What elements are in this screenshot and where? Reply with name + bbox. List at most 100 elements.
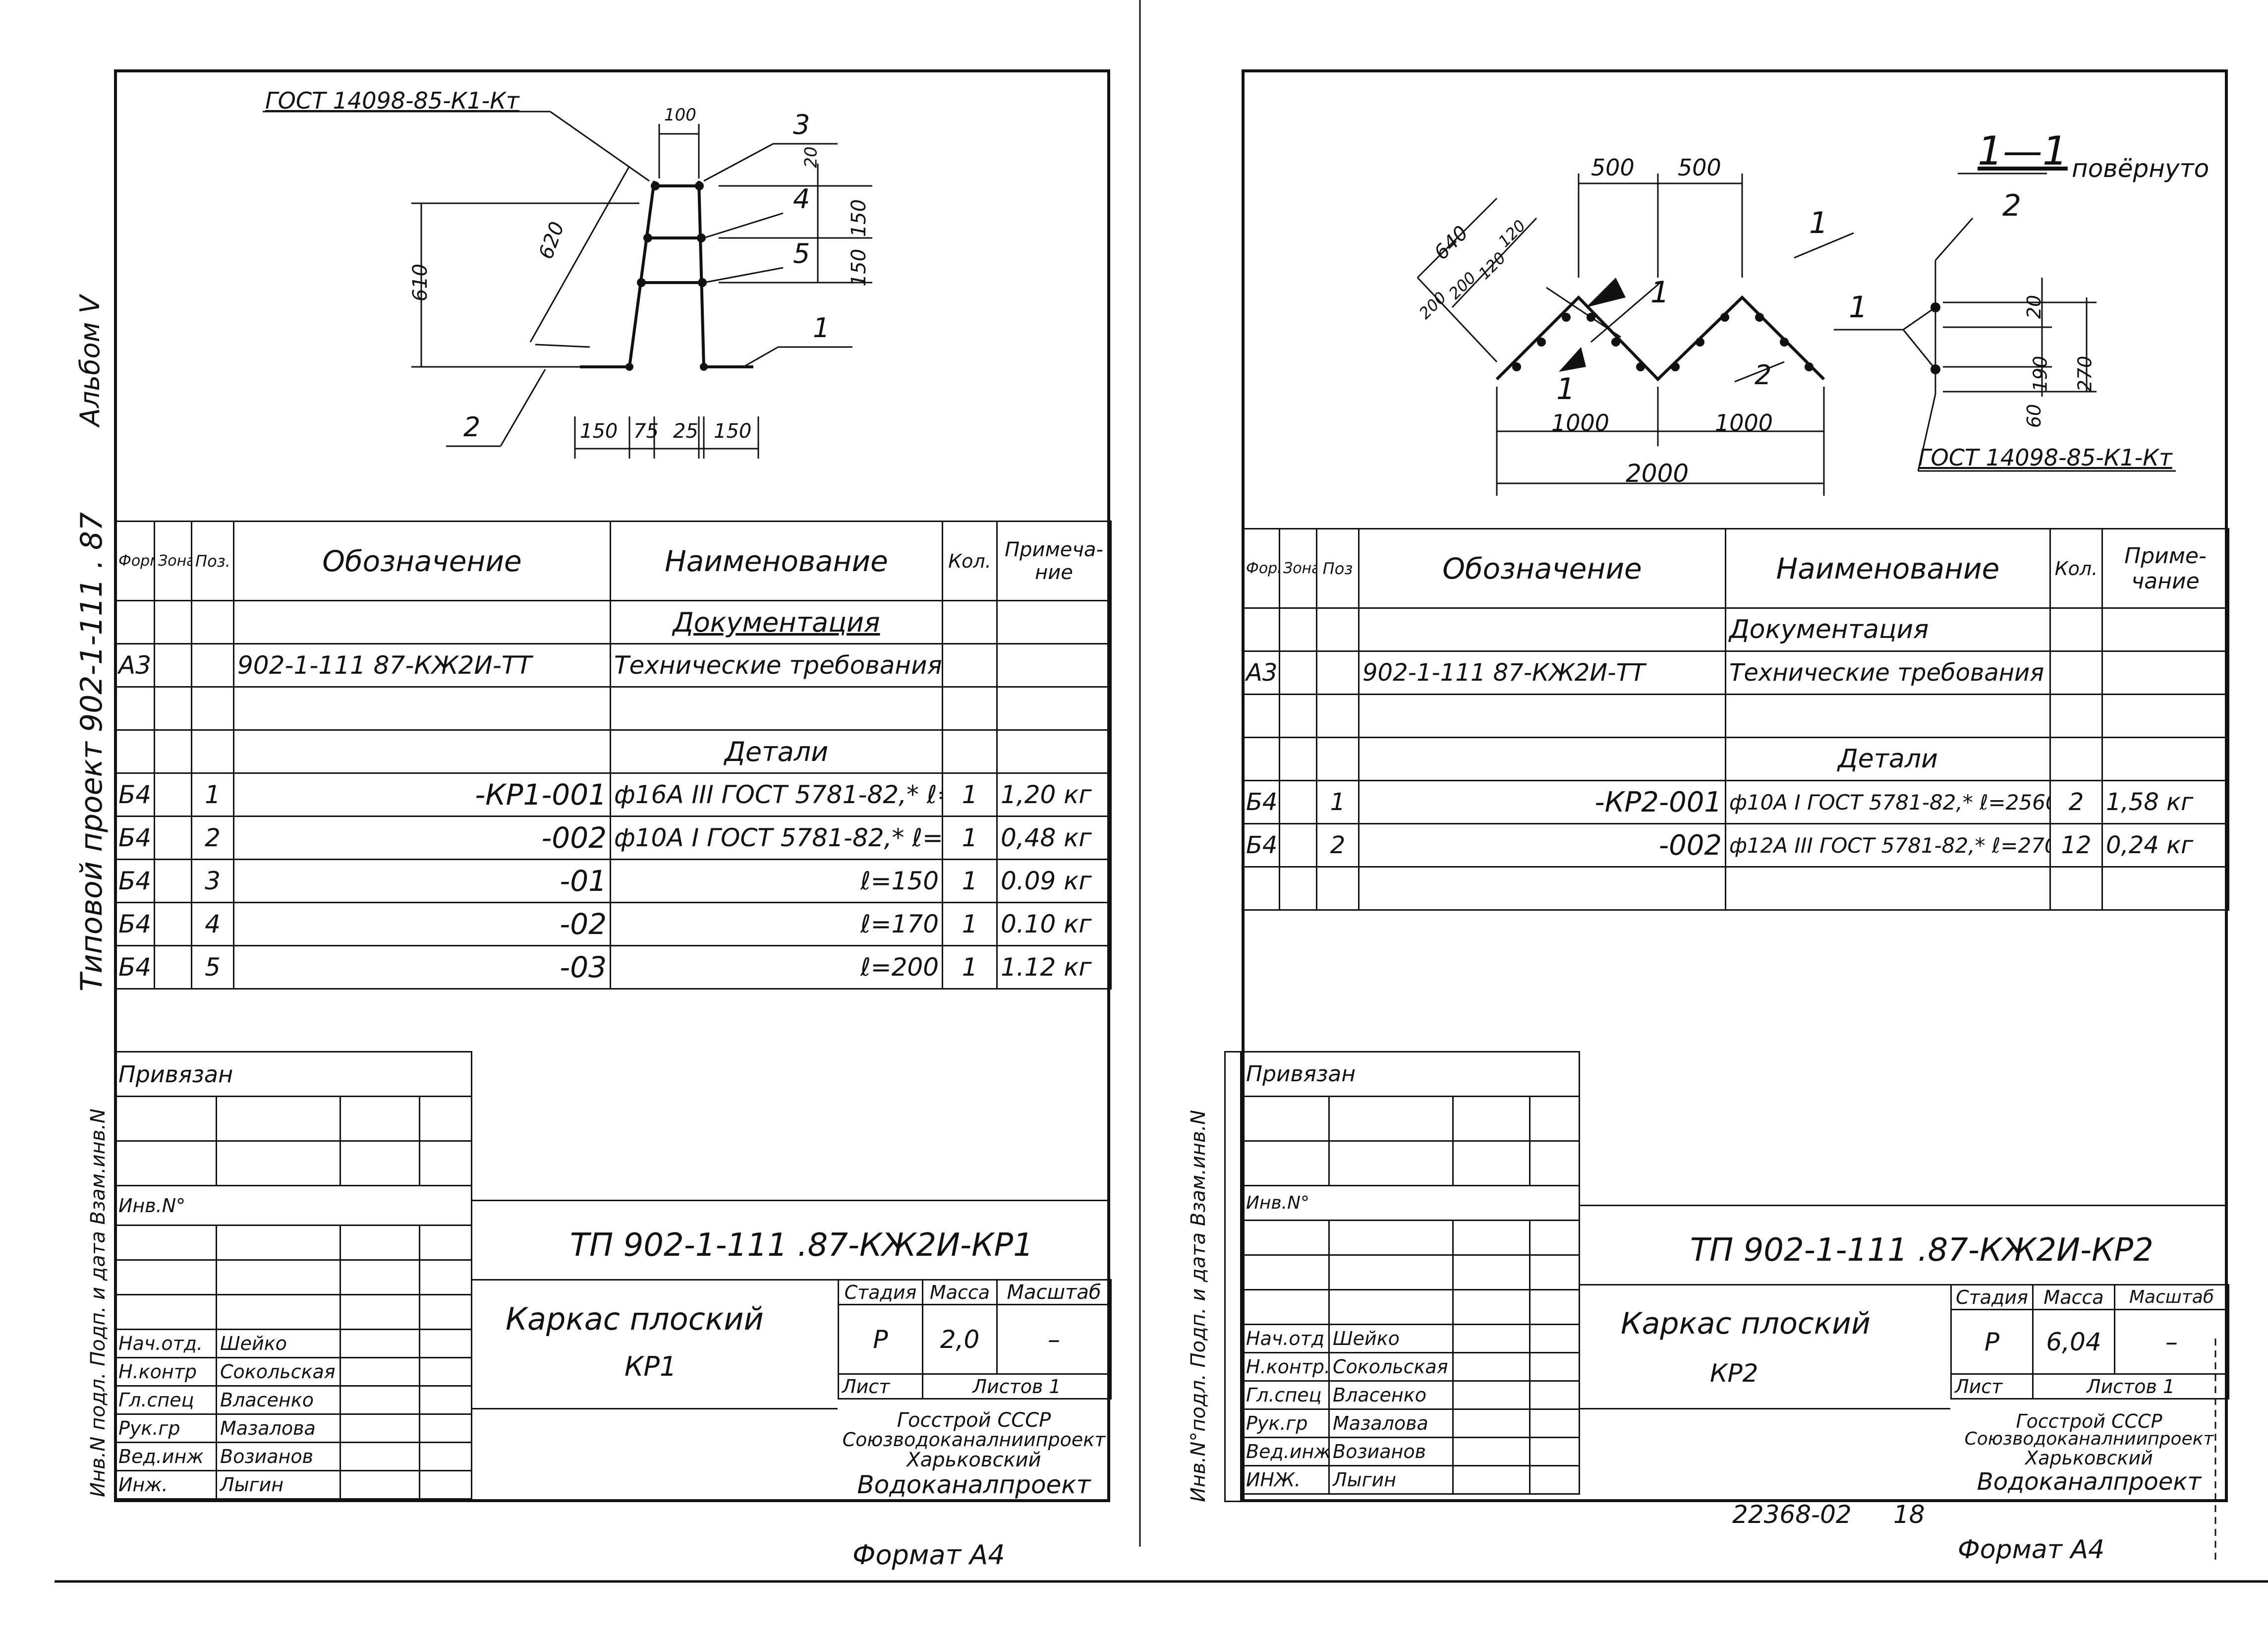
cell-pos: [1316, 737, 1360, 781]
sheet-label: Лист: [838, 1373, 923, 1400]
kr2-dim: 500: [1678, 154, 1721, 181]
role: Н.контр: [114, 1357, 217, 1387]
cell-format: [1242, 607, 1280, 652]
cell-name: Детали: [610, 729, 943, 774]
cell-pos: [191, 643, 234, 688]
cell-designation: [233, 600, 611, 644]
cell-qty: [942, 686, 998, 731]
spec-header-row: Формат Зона Поз Обозначение Наименование…: [1242, 528, 2229, 609]
cell-qty: 12: [2049, 823, 2103, 868]
cell-note: [2101, 650, 2229, 695]
cell-name: ф10А I ГОСТ 5781-82,* ℓ=770: [610, 816, 943, 860]
cell-format: Б4: [114, 772, 155, 817]
sheet2-left-strip: [1224, 1051, 1242, 1502]
cell-pos: 1: [1316, 780, 1360, 824]
org-line2: Союзводоканалниипроект: [1964, 1429, 2214, 1449]
cell-note: [996, 600, 1112, 644]
signature: [340, 1329, 420, 1358]
org-line4: Водоканалпроект: [857, 1470, 1091, 1499]
cell-format: Б4: [114, 945, 155, 990]
cell-qty: [942, 729, 998, 774]
signature: [340, 1442, 420, 1471]
org-line2: Союзводоканалниипроект: [842, 1429, 1106, 1451]
signature: [340, 1385, 420, 1415]
inv-label: Инв.N°: [113, 1185, 473, 1226]
cell-pos: 2: [191, 816, 234, 860]
cell-format: Б4: [1242, 780, 1280, 824]
cell-designation: -02: [233, 902, 611, 946]
kr2-gost-label: ГОСТ 14098-85-К1-Кт: [1918, 444, 2172, 471]
margin-inv-right: Инв.N°подл. Подп. и дата Взам.инв.N: [1187, 1109, 1210, 1502]
cell-format: [1242, 737, 1280, 781]
signature: [340, 1470, 420, 1500]
org-line1: Госстрой СССР: [2016, 1410, 2162, 1432]
kr2-spec-table: Формат Зона Поз Обозначение Наименование…: [1242, 528, 2229, 911]
scale-value: –: [2114, 1309, 2229, 1375]
cell-pos: 2: [1316, 823, 1360, 868]
role: Нач.отд.: [114, 1329, 217, 1358]
table-row: Б4 1 -КР1-001 ф16А III ГОСТ 5781-82,* ℓ=…: [114, 772, 1112, 817]
cell-note: [2101, 737, 2229, 781]
cell-designation: 902-1-111 87-КЖ2И-ТТ: [233, 643, 611, 688]
cell-note: 0.10 кг: [996, 902, 1112, 946]
role: Инж.: [114, 1470, 217, 1500]
cell-qty: [2049, 737, 2103, 781]
scale-label: Масштаб: [996, 1279, 1112, 1305]
signature: [340, 1357, 420, 1387]
kr1-dim: 610: [409, 263, 432, 302]
kr1-pos-label: 5: [793, 238, 810, 269]
cell-designation: -002: [1358, 823, 1726, 868]
archive-number: 22368-02: [1732, 1500, 1852, 1529]
signature: [340, 1413, 420, 1443]
cell-designation: -01: [233, 859, 611, 903]
kr2-format-label: Формат А4: [1958, 1535, 2105, 1565]
cell-pos: 1: [191, 772, 234, 817]
role: Гл.спец: [114, 1385, 217, 1415]
cell-format: Б4: [1242, 823, 1280, 868]
table-row: Б4 2 -002 ф12А III ГОСТ 5781-82,* ℓ=270 …: [1242, 823, 2229, 868]
cell-qty: [2049, 866, 2103, 911]
col-name: Наименование: [610, 521, 943, 601]
col-qty: Кол.: [942, 521, 998, 601]
cell-designation: -КР2-001: [1358, 780, 1726, 824]
kr2-dim: 60: [2023, 404, 2045, 428]
kr1-titleblock: [471, 1200, 1110, 1504]
mass-value: 6,04: [2032, 1309, 2115, 1375]
kr1-dim: 25: [673, 420, 698, 443]
cell-name: Документация: [1725, 607, 2051, 652]
table-row: [1242, 694, 2229, 738]
kr1-format-label: Формат А4: [852, 1539, 1005, 1571]
kr1-dim: 150: [714, 420, 752, 443]
table-row: Документация: [1242, 607, 2229, 652]
cell-pos: [1316, 650, 1360, 695]
cell-pos: 5: [191, 945, 234, 990]
signer-name: Мазалова: [216, 1413, 341, 1443]
cell-name: [610, 686, 943, 731]
cell-designation: [1358, 607, 1726, 652]
margin-album: Альбом V: [74, 295, 106, 426]
kr1-title-line2: КР1: [624, 1351, 677, 1382]
sheet-label: Лист: [1950, 1373, 2034, 1400]
cell-designation: [233, 686, 611, 731]
kr1-dim: 100: [664, 105, 696, 125]
signer-name: Сокольская: [216, 1357, 341, 1387]
signer-name: Мазалова: [1328, 1408, 1454, 1438]
cell-name: ℓ=170: [610, 902, 943, 946]
cell-qty: 1: [942, 816, 998, 860]
kr2-dim: 270: [2074, 355, 2096, 392]
kr2-frame-drawing: [1495, 295, 1825, 382]
cell-format: [1242, 694, 1280, 738]
table-row: Документация: [114, 600, 1112, 644]
kr1-pos-label: 2: [463, 411, 481, 443]
stage-value: Р: [1950, 1309, 2034, 1375]
cell-designation: [1358, 737, 1726, 781]
kr2-dim: 500: [1591, 154, 1635, 181]
table-row: [114, 686, 1112, 731]
cell-designation: [1358, 866, 1726, 911]
cell-designation: -КР1-001: [233, 772, 611, 817]
margin-project: Типовой проект 902-1-111 . 87: [74, 512, 109, 992]
kr2-section-note: повёрнуто: [2072, 154, 2210, 183]
kr1-gost-label: ГОСТ 14098-85-К1-Кт: [265, 87, 519, 114]
